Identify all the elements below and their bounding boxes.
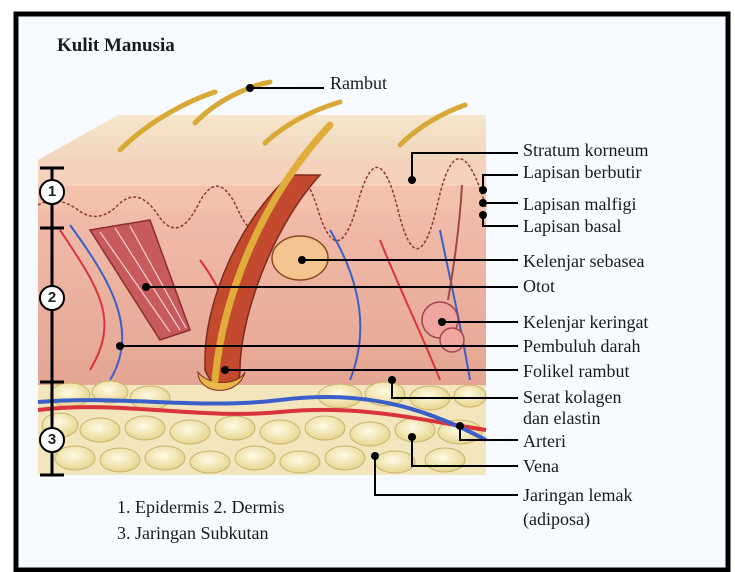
label-otot: Otot bbox=[523, 276, 555, 296]
legend-line-1: 1. Epidermis 2. Dermis bbox=[117, 497, 284, 517]
label-pembuluh-darah: Pembuluh darah bbox=[523, 336, 640, 356]
label-vena: Vena bbox=[523, 456, 559, 476]
layer-number-3: 3 bbox=[39, 431, 65, 448]
label-lapisan-malfigi: Lapisan malfigi bbox=[523, 194, 636, 214]
layer-number-2: 2 bbox=[39, 289, 65, 306]
label-serat-kolagen: Serat kolagen bbox=[523, 387, 621, 407]
label-kelenjar-keringat: Kelenjar keringat bbox=[523, 312, 648, 332]
diagram-title: Kulit Manusia bbox=[57, 36, 175, 56]
label-kelenjar-sebasea: Kelenjar sebasea bbox=[523, 251, 644, 271]
label-rambut: Rambut bbox=[330, 73, 387, 93]
label-lapisan-berbutir: Lapisan berbutir bbox=[523, 162, 641, 182]
legend-line-2: 3. Jaringan Subkutan bbox=[117, 523, 268, 543]
label-adiposa: (adiposa) bbox=[523, 509, 590, 529]
label-lapisan-basal: Lapisan basal bbox=[523, 216, 621, 236]
label-jaringan-lemak: Jaringan lemak bbox=[523, 485, 632, 505]
label-dan-elastin: dan elastin bbox=[523, 408, 600, 428]
label-stratum-korneum: Stratum korneum bbox=[523, 140, 648, 160]
stratum-corneum-band bbox=[38, 160, 486, 186]
label-folikel-rambut: Folikel rambut bbox=[523, 361, 630, 381]
layer-number-1: 1 bbox=[39, 183, 65, 200]
label-arteri: Arteri bbox=[523, 431, 566, 451]
